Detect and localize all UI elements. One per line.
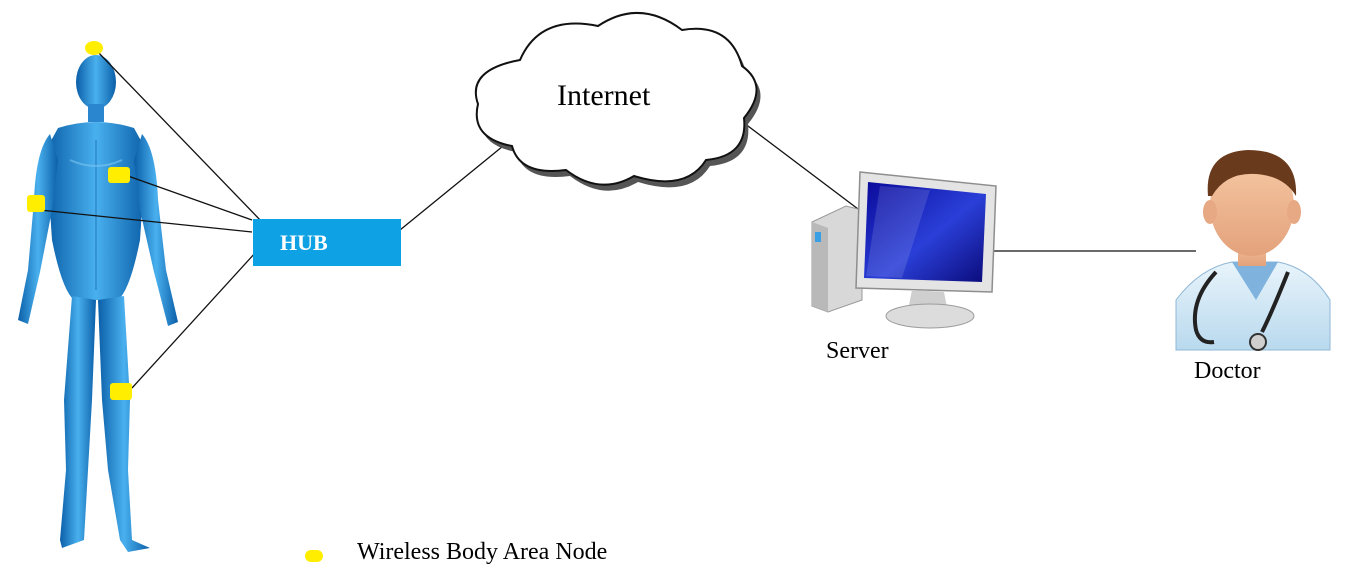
server-computer-icon: [811, 171, 997, 329]
doctor-caption: Doctor: [1194, 358, 1261, 384]
human-body-icon: [18, 55, 178, 552]
line-knee-to-hub: [131, 251, 257, 389]
sensor-node-chest: [108, 167, 130, 183]
cloud-icon: Internet: [474, 12, 761, 191]
hub-box: HUB: [253, 219, 401, 266]
hub-label: HUB: [280, 230, 328, 255]
line-head-to-hub: [95, 49, 263, 223]
connection-lines: [39, 49, 1196, 389]
line-arm-to-hub: [39, 209, 253, 233]
internet-label: Internet: [557, 79, 651, 112]
server-caption: Server: [826, 338, 889, 364]
sensor-node-knee: [110, 383, 132, 400]
sensor-node-head: [85, 41, 103, 55]
sensor-nodes: [27, 41, 132, 400]
legend: Wireless Body Area Node: [305, 539, 607, 566]
legend-label: Wireless Body Area Node: [357, 539, 608, 565]
line-chest-to-hub: [127, 175, 253, 221]
sensor-node-legend-icon: [305, 549, 323, 562]
doctor-icon: [1175, 150, 1331, 351]
line-hub-to-internet: [399, 141, 509, 231]
line-internet-to-server: [739, 119, 863, 213]
sensor-node-arm: [27, 195, 45, 212]
